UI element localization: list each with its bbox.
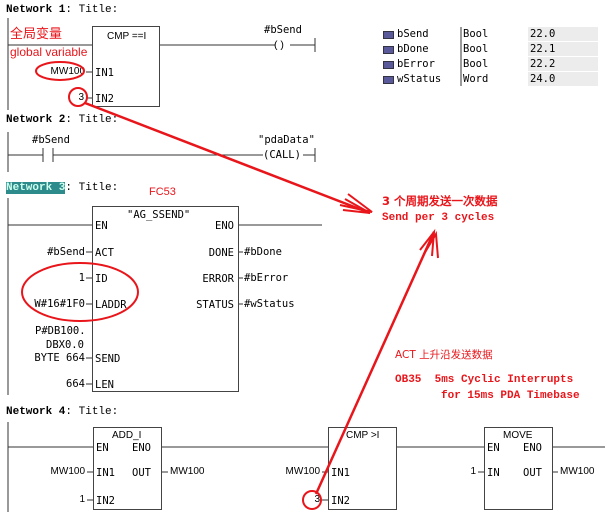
annotation-cycles-cn: 3 个周期发送一次数据 [382,194,498,208]
network-label: Network 1 [6,4,66,16]
variable-row[interactable]: wStatus Word 24.0 [380,72,598,87]
send-operand-line1[interactable]: P#DB100. [35,325,86,337]
var-address: 22.1 [528,42,598,56]
network-label-selected: Network 3 [6,182,66,194]
network-title: : Title: [65,4,119,16]
cmp-eq-block[interactable]: CMP ==I IN1 IN2 [92,26,160,107]
move-block[interactable]: MOVE EN ENO IN OUT [484,427,553,510]
network-title: : Title: [65,114,119,126]
var-name: wStatus [397,73,442,85]
done-operand[interactable]: #bDone [244,246,282,258]
cmp-in1-operand[interactable]: MW100 [285,466,320,477]
act-operand[interactable]: #bSend [47,246,85,258]
in2-operand[interactable]: 3 [78,92,84,103]
in1-operand[interactable]: MW100 [50,66,85,77]
var-name: bError [397,58,435,70]
network-label: Network 4 [6,406,66,418]
pin-id: ID [95,273,108,285]
pin-en: EN [95,220,108,232]
network-1-header[interactable]: Network 1: Title: [6,4,118,16]
variable-icon [383,76,394,84]
variable-icon [383,31,394,39]
variable-icon [383,46,394,54]
network-2-header[interactable]: Network 2: Title: [6,114,118,126]
pin-status: STATUS [196,299,234,311]
pin-en: EN [96,442,109,454]
annotation-ob35-line1: OB35 5ms Cyclic Interrupts [395,374,574,386]
block-title: CMP ==I [107,31,147,42]
block-title: ADD_I [112,430,142,441]
send-operand[interactable]: BYTE 664 [34,352,85,364]
pin-in: IN [487,467,500,479]
status-operand[interactable]: #wStatus [244,298,295,310]
move-out-operand[interactable]: MW100 [560,466,595,477]
cmp-in2-operand[interactable]: 3 [314,494,320,505]
fc-number-annotation: FC53 [149,186,176,198]
annotation-global-cn: 全局变量 [10,27,63,42]
variable-row[interactable]: bError Bool 22.2 [380,57,598,72]
id-operand[interactable]: 1 [78,272,85,284]
pin-in2: IN2 [95,93,114,105]
var-name: bSend [397,28,429,40]
contact-operand[interactable]: #bSend [32,134,70,146]
network-3-header[interactable]: Network 3: Title: [6,182,118,194]
var-name: bDone [397,43,429,55]
cmp-gt-block[interactable]: CMP >I IN1 IN2 [328,427,397,510]
annotation-ob35-line2: for 15ms PDA Timebase [441,390,580,402]
send-operand-line2[interactable]: DBX0.0 [46,339,84,351]
var-type: Word [463,73,489,85]
add-out-operand[interactable]: MW100 [170,466,205,477]
call-target[interactable]: "pdaData" [258,134,315,146]
annotation-act-rising-edge: ACT 上升沿发送数据 [395,349,493,361]
pin-laddr: LADDR [95,299,127,311]
var-type: Bool [463,58,489,70]
pin-in1: IN1 [96,467,115,479]
block-title: CMP >I [346,430,380,441]
pin-eno: ENO [523,442,542,454]
move-in-operand[interactable]: 1 [470,466,476,477]
pin-in2: IN2 [331,495,350,507]
network-title: : Title: [65,406,119,418]
variable-icon [383,61,394,69]
network-4-header[interactable]: Network 4: Title: [6,406,118,418]
output-coil[interactable]: ( ) [274,39,284,51]
var-type: Bool [463,28,489,40]
var-address: 22.0 [528,27,598,41]
pin-in1: IN1 [95,67,114,79]
variable-row[interactable]: bSend Bool 22.0 [380,27,598,42]
laddr-operand[interactable]: W#16#1F0 [34,298,85,310]
pin-done: DONE [208,247,234,259]
var-address: 22.2 [528,57,598,71]
annotation-global-en: global variable [10,45,88,59]
pin-in1: IN1 [331,467,350,479]
add-i-block[interactable]: ADD_I EN ENO IN1 OUT IN2 [93,427,162,510]
pin-error: ERROR [202,273,234,285]
annotation-cycles-en: Send per 3 cycles [382,212,495,224]
pin-out: OUT [132,467,151,479]
pin-len: LEN [95,379,114,391]
network-label: Network 2 [6,114,66,126]
pin-send: SEND [95,353,121,365]
pin-en: EN [487,442,500,454]
var-address: 24.0 [528,72,598,86]
coil-operand[interactable]: #bSend [264,24,302,36]
len-operand[interactable]: 664 [66,378,85,390]
block-title: MOVE [503,430,533,441]
pin-eno: ENO [215,220,234,232]
pin-act: ACT [95,247,114,259]
pin-out: OUT [523,467,542,479]
error-operand[interactable]: #bError [244,272,289,284]
call-coil[interactable]: (CALL) [263,149,301,161]
add-in2-operand[interactable]: 1 [79,494,85,505]
variable-row[interactable]: bDone Bool 22.1 [380,42,598,57]
network-title: : Title: [65,182,119,194]
pin-eno: ENO [132,442,151,454]
ag-ssend-block[interactable]: "AG_SSEND" EN ENO ACT ID LADDR SEND LEN … [92,206,239,392]
add-in1-operand[interactable]: MW100 [50,466,85,477]
pin-in2: IN2 [96,495,115,507]
block-title: "AG_SSEND" [127,209,191,221]
var-type: Bool [463,43,489,55]
